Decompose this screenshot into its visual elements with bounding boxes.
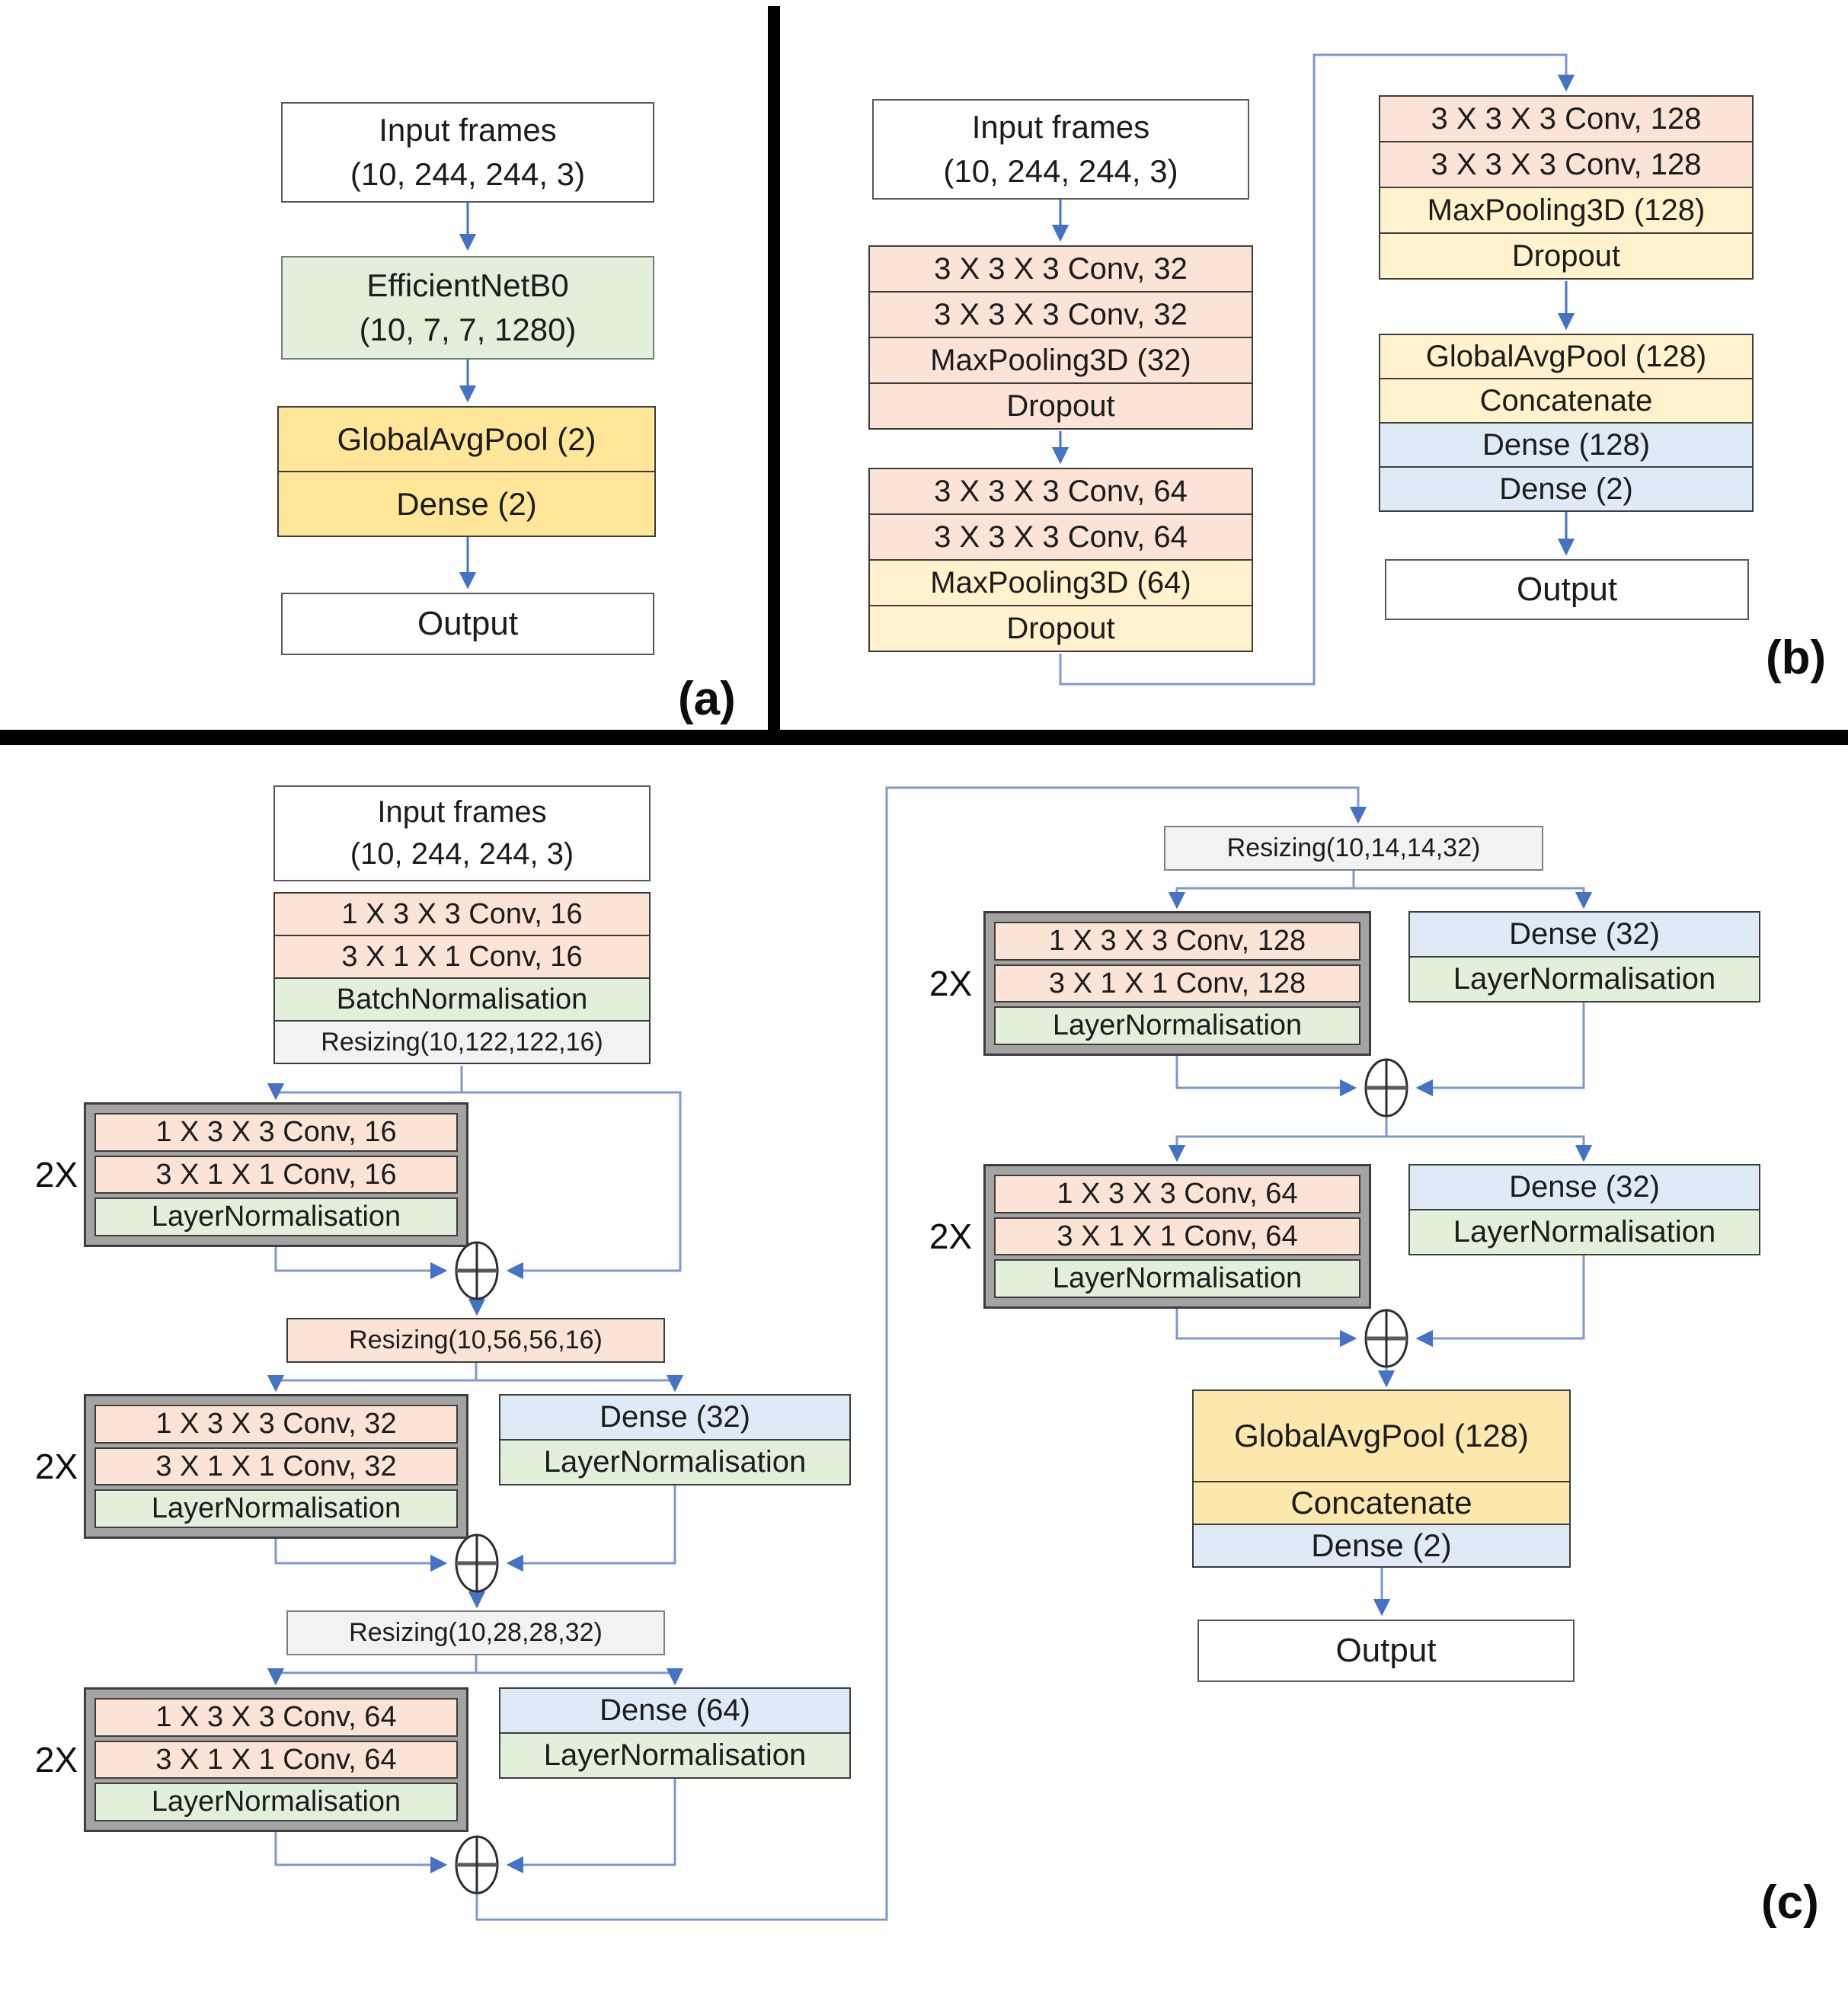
layer-row: 3 X 3 X 3 Conv, 64	[868, 513, 1253, 561]
c-input-line1: Input frames	[377, 795, 547, 829]
layer-row: Dense (2)	[1192, 1524, 1571, 1568]
a-backbone-line2: (10, 7, 7, 1280)	[359, 312, 577, 347]
layer-row: MaxPooling3D (64)	[868, 559, 1253, 606]
layer-row: 3 X 1 X 1 Conv, 64	[94, 1740, 458, 1780]
layer-row: Concatenate	[1192, 1481, 1571, 1525]
layer-row: Dense (32)	[1408, 1164, 1760, 1210]
b-input-line2: (10, 244, 244, 3)	[943, 153, 1178, 189]
c-panel-label: (c)	[1761, 1876, 1819, 1929]
layer-row: Dense (2)	[277, 471, 656, 537]
layer-row: Concatenate	[1379, 378, 1754, 424]
c-dense-branch-c: Dense (64) LayerNormalisation	[499, 1687, 851, 1779]
b-output-box: Output	[1385, 559, 1749, 620]
layer-row: LayerNormalisation	[499, 1439, 851, 1485]
b-conv-block-128: 3 X 3 X 3 Conv, 128 3 X 3 X 3 Conv, 128 …	[1379, 95, 1754, 280]
c-input-frames-box: Input frames (10, 244, 244, 3)	[273, 785, 651, 881]
layer-row: 1 X 3 X 3 Conv, 64	[94, 1698, 458, 1737]
panel-divider-horizontal	[0, 730, 1848, 745]
a-backbone-line1: EfficientNetB0	[366, 267, 569, 304]
layer-row: Dense (32)	[499, 1394, 851, 1441]
c-dense-branch-b: Dense (32) LayerNormalisation	[499, 1394, 851, 1485]
a-output-box: Output	[281, 593, 654, 655]
c-output-box: Output	[1197, 1620, 1575, 1682]
layer-row: LayerNormalisation	[994, 1006, 1360, 1046]
layer-row: 1 X 3 X 3 Conv, 16	[94, 1113, 458, 1152]
layer-row: 3 X 3 X 3 Conv, 128	[1379, 95, 1754, 142]
layer-row: 1 X 3 X 3 Conv, 128	[994, 922, 1360, 961]
layer-row: Dense (128)	[1379, 422, 1754, 468]
c-resize14-box: Resizing(10,14,14,32)	[1164, 826, 1543, 871]
layer-row: 3 X 3 X 3 Conv, 32	[868, 245, 1253, 293]
layer-row: LayerNormalisation	[1408, 956, 1760, 1002]
layer-row: GlobalAvgPool (2)	[277, 406, 656, 472]
add-junction-icon	[1364, 1309, 1408, 1368]
layer-row: 3 X 1 X 1 Conv, 16	[273, 935, 651, 979]
add-junction-icon	[1364, 1058, 1408, 1118]
c-residual-block-128: 1 X 3 X 3 Conv, 128 3 X 1 X 1 Conv, 128 …	[983, 911, 1371, 1056]
b-input-frames-box: Input frames (10, 244, 244, 3)	[872, 99, 1249, 200]
layer-row: LayerNormalisation	[994, 1259, 1360, 1299]
a-input-line2: (10, 244, 244, 3)	[350, 156, 586, 192]
b-conv-block-64: 3 X 3 X 3 Conv, 64 3 X 3 X 3 Conv, 64 Ma…	[868, 468, 1253, 652]
c-resize56-box: Resizing(10,56,56,16)	[286, 1318, 665, 1363]
layer-row: LayerNormalisation	[1408, 1209, 1760, 1255]
layer-row: 3 X 3 X 3 Conv, 64	[868, 468, 1253, 515]
layer-row: 1 X 3 X 3 Conv, 32	[94, 1405, 458, 1444]
add-junction-icon	[455, 1241, 499, 1300]
a-head-stack: GlobalAvgPool (2) Dense (2)	[277, 406, 656, 537]
c-dense-branch-e: Dense (32) LayerNormalisation	[1408, 1164, 1760, 1255]
layer-row: 3 X 1 X 1 Conv, 16	[94, 1155, 458, 1194]
layer-row: Dropout	[868, 382, 1253, 430]
c-dense-branch-d: Dense (32) LayerNormalisation	[1408, 911, 1760, 1002]
layer-row: GlobalAvgPool (128)	[1379, 334, 1754, 379]
c-input-line2: (10, 244, 244, 3)	[350, 837, 574, 871]
layer-row: LayerNormalisation	[94, 1489, 458, 1529]
layer-row: Dropout	[1379, 232, 1754, 280]
panel-divider-vertical	[768, 6, 780, 730]
a-input-line1: Input frames	[379, 112, 557, 149]
b-head-stack: GlobalAvgPool (128) Concatenate Dense (1…	[1379, 334, 1754, 512]
layer-row: Dropout	[868, 605, 1253, 652]
layer-row: 3 X 3 X 3 Conv, 32	[868, 291, 1253, 338]
c-resize28-box: Resizing(10,28,28,32)	[286, 1610, 665, 1655]
b-conv-block-32: 3 X 3 X 3 Conv, 32 3 X 3 X 3 Conv, 32 Ma…	[868, 245, 1253, 430]
c-stem-stack: 1 X 3 X 3 Conv, 16 3 X 1 X 1 Conv, 16 Ba…	[273, 892, 651, 1064]
layer-row: MaxPooling3D (128)	[1379, 187, 1754, 234]
a-panel-label: (a)	[678, 673, 736, 725]
layer-row: 1 X 3 X 3 Conv, 16	[273, 892, 651, 936]
layer-row: Dense (64)	[499, 1687, 851, 1734]
add-junction-icon	[455, 1835, 499, 1895]
layer-row: Dense (2)	[1379, 466, 1754, 512]
c-block-d-multiplier: 2X	[929, 964, 973, 1003]
c-block-a-multiplier: 2X	[34, 1155, 78, 1194]
layer-row: 3 X 3 X 3 Conv, 128	[1379, 141, 1754, 188]
b-panel-label: (b)	[1766, 632, 1827, 684]
layer-row: 3 X 1 X 1 Conv, 128	[994, 964, 1360, 1003]
b-input-line1: Input frames	[971, 109, 1150, 145]
layer-row: LayerNormalisation	[499, 1732, 851, 1779]
c-residual-block-16: 1 X 3 X 3 Conv, 16 3 X 1 X 1 Conv, 16 La…	[84, 1102, 468, 1247]
c-residual-block-64: 1 X 3 X 3 Conv, 64 3 X 1 X 1 Conv, 64 La…	[84, 1687, 468, 1832]
c-head-stack: GlobalAvgPool (128) Concatenate Dense (2…	[1192, 1389, 1571, 1568]
c-residual-block-32: 1 X 3 X 3 Conv, 32 3 X 1 X 1 Conv, 32 La…	[84, 1394, 468, 1539]
layer-row: LayerNormalisation	[94, 1783, 458, 1822]
layer-row: 3 X 1 X 1 Conv, 32	[94, 1447, 458, 1486]
a-input-frames-box: Input frames (10, 244, 244, 3)	[281, 102, 654, 203]
c-residual-block-64b: 1 X 3 X 3 Conv, 64 3 X 1 X 1 Conv, 64 La…	[983, 1164, 1371, 1309]
a-backbone-box: EfficientNetB0 (10, 7, 7, 1280)	[281, 256, 654, 360]
c-block-e-multiplier: 2X	[929, 1217, 973, 1256]
layer-row: GlobalAvgPool (128)	[1192, 1389, 1571, 1482]
layer-row: MaxPooling3D (32)	[868, 337, 1253, 384]
layer-row: BatchNormalisation	[273, 977, 651, 1022]
c-block-c-multiplier: 2X	[34, 1740, 78, 1780]
layer-row: 3 X 1 X 1 Conv, 64	[994, 1217, 1360, 1256]
add-junction-icon	[455, 1533, 499, 1593]
layer-row: Dense (32)	[1408, 911, 1760, 958]
layer-row: 1 X 3 X 3 Conv, 64	[994, 1175, 1360, 1214]
layer-row: Resizing(10,122,122,16)	[273, 1020, 651, 1064]
layer-row: LayerNormalisation	[94, 1198, 458, 1237]
c-block-b-multiplier: 2X	[34, 1447, 78, 1486]
